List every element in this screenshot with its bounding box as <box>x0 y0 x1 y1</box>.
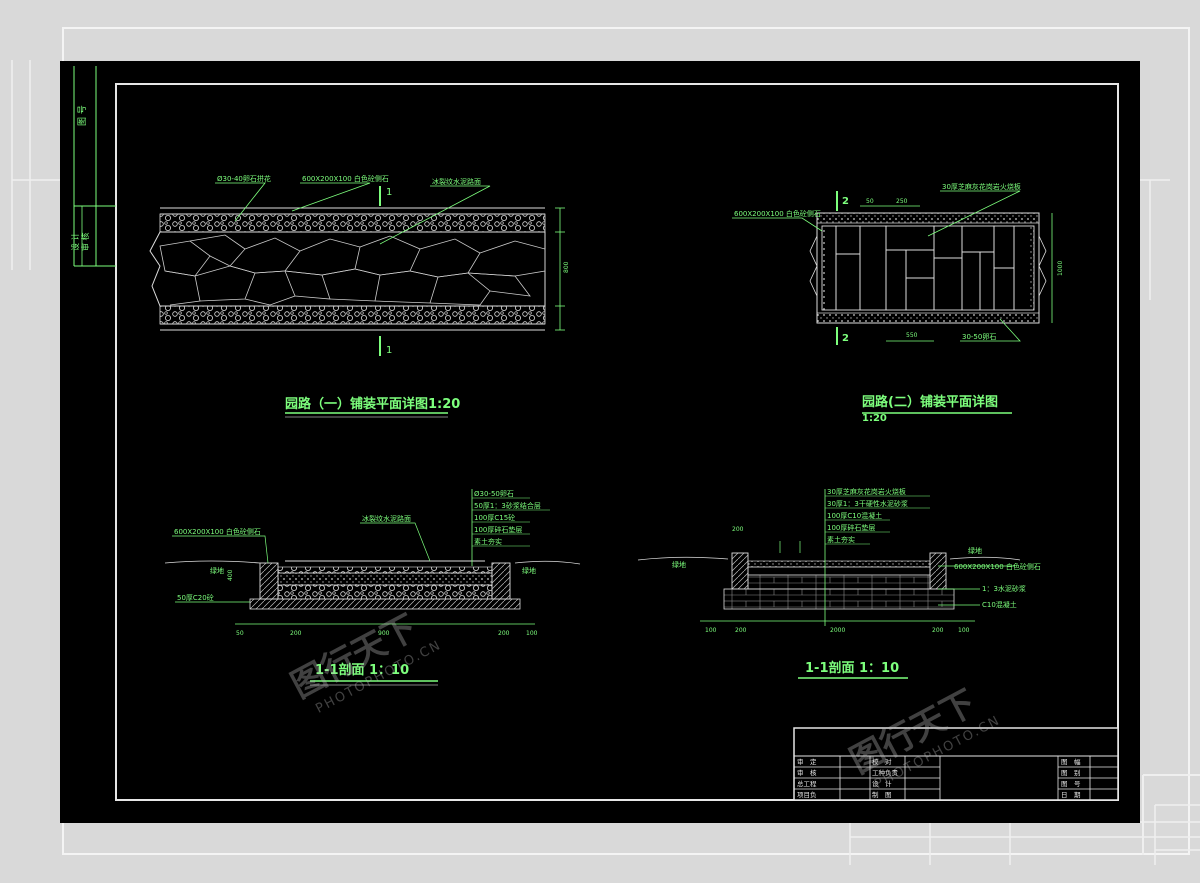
inner-frame <box>115 83 1119 801</box>
plan2-title-scale: 1:20 <box>862 413 887 424</box>
s1-dim-2: 200 <box>290 630 302 637</box>
s2-top-dim: 200 <box>732 526 744 533</box>
tb-r3c1: 总工程 <box>797 779 817 788</box>
plan1-section-mark-bottom: 1 <box>386 345 392 356</box>
section2-title: 1-1剖面 1：10 <box>805 660 899 676</box>
s2-dim-5: 100 <box>958 627 970 634</box>
section1-title: 1-1剖面 1：10 <box>315 662 409 678</box>
tb-r3c3: 图 号 <box>1061 780 1081 788</box>
s1-label-base: 50厚C20砼 <box>177 593 214 602</box>
plan1-section-mark-top: 1 <box>386 187 392 198</box>
s2-dim-1: 100 <box>705 627 717 634</box>
plan2-dim-250: 250 <box>896 198 908 205</box>
s1-layer-3: 100厚C15砼 <box>474 513 515 522</box>
title-block: 审 定 校 对 图 幅 审 核 工种负责 图 别 总工程 设 计 图 号 项目负… <box>793 727 1119 801</box>
s2-layer-labels: 30厚芝麻灰花岗岩火烧板 30厚1：3干硬性水泥砂浆 100厚C10混凝土 10… <box>825 487 930 545</box>
s2-label-mortar: 1：3水泥砂浆 <box>982 584 1026 593</box>
plan1-label-kerb: 600X200X100 白色砼侧石 <box>302 174 389 183</box>
s1-dim-3: 900 <box>378 630 390 637</box>
tb-r3c2: 设 计 <box>872 779 892 788</box>
s2-layer-3: 100厚C10混凝土 <box>827 511 882 520</box>
drawing-sheet: 图 号 设 计 审 核 <box>60 61 1140 823</box>
plan1-title: 园路（一）铺装平面详图1:20 <box>285 396 460 412</box>
plan2-label-kerb: 600X200X100 白色砼侧石 <box>734 209 821 218</box>
s1-dim-4: 200 <box>498 630 510 637</box>
plan2-title: 园路(二）铺装平面详图 <box>862 394 998 410</box>
s1-dim-height: 400 <box>227 569 234 581</box>
s2-layer-2: 30厚1：3干硬性水泥砂浆 <box>827 499 908 508</box>
crazy-paving-pattern <box>159 234 546 306</box>
plan2-label-pebble: 30-50卵石 <box>962 332 996 341</box>
tb-r4c3: 日 期 <box>1061 791 1081 799</box>
tb-r2c2: 工种负责 <box>872 768 899 777</box>
s2-kerb-left <box>731 552 749 590</box>
s1-layer-5: 素土夯实 <box>474 537 502 546</box>
s1-label-grass-right: 绿地 <box>522 566 536 575</box>
s1-layer-labels: Ø30-50卵石 50厚1：3砂浆结合层 100厚C15砼 100厚碎石垫层 素… <box>472 489 550 547</box>
left-column-label-2: 设 计 <box>70 232 80 251</box>
plan-2-detail: 50 250 550 1000 2 2 600X200X100 白色砼侧石 30… <box>732 182 1064 424</box>
plan-1-detail: 800 1 1 Ø30-40卵石拼花 600X200X100 白色砼侧石 冰裂纹… <box>149 174 570 418</box>
plan1-label-crazy: 冰裂纹水泥路面 <box>432 177 481 186</box>
s2-base <box>723 588 955 610</box>
s2-dim-2: 200 <box>735 627 747 634</box>
plan2-dim-1000: 1000 <box>1057 261 1064 276</box>
plan2-dim-550: 550 <box>906 332 918 339</box>
s1-layer-1: Ø30-50卵石 <box>474 489 514 498</box>
left-title-column: 图 号 设 计 审 核 <box>70 66 116 267</box>
left-column-label-1: 图 号 <box>77 105 88 126</box>
s1-dim-5: 100 <box>526 630 538 637</box>
tb-r4c1: 项目负 <box>797 790 817 799</box>
s2-layer-5: 素土夯实 <box>827 535 855 544</box>
plan1-gravel-strip-bottom <box>159 305 546 325</box>
section-1-detail: Ø30-50卵石 50厚1：3砂浆结合层 100厚C15砼 100厚碎石垫层 素… <box>164 489 581 686</box>
s1-layer-4: 100厚碎石垫层 <box>474 525 522 534</box>
tb-r4c2: 制 图 <box>872 790 892 799</box>
s1-base <box>249 598 521 610</box>
s2-kerb-right <box>929 552 947 590</box>
s1-label-crazy: 冰裂纹水泥路面 <box>362 514 411 523</box>
plan1-dim-800: 800 <box>563 261 570 273</box>
cad-drawing: 图 号 设 计 审 核 <box>70 66 1119 801</box>
watermark-1: 图行天下 PHOTOPHOTO.CN <box>285 607 445 716</box>
left-column-label-3: 审 核 <box>80 232 90 251</box>
s1-kerb-right <box>491 562 511 600</box>
s1-label-kerb: 600X200X100 白色砼侧石 <box>174 527 261 536</box>
plan2-dim-50: 50 <box>866 198 874 205</box>
tile-pattern <box>821 225 1035 311</box>
section-2-detail: 30厚芝麻灰花岗岩火烧板 30厚1：3干硬性水泥砂浆 100厚C10混凝土 10… <box>637 487 1041 679</box>
s1-kerb-left <box>259 562 279 600</box>
tb-r1c3: 图 幅 <box>1061 757 1081 766</box>
plan2-label-tile: 30厚芝麻灰花岗岩火烧板 <box>942 182 1021 191</box>
s2-label-kerb: 600X200X100 白色砼侧石 <box>954 562 1041 571</box>
plan2-section-mark-bottom: 2 <box>842 333 849 344</box>
s1-layer-2: 50厚1：3砂浆结合层 <box>474 501 541 510</box>
plan1-gravel-strip-top <box>159 213 546 233</box>
s1-dim-1: 50 <box>236 630 244 637</box>
s2-label-grass-right: 绿地 <box>968 546 982 555</box>
tb-r2c1: 审 核 <box>797 768 817 777</box>
plan1-label-gravel: Ø30-40卵石拼花 <box>217 174 271 183</box>
s2-layer-4: 100厚碎石垫层 <box>827 523 875 532</box>
s2-label-concrete: C10混凝土 <box>982 600 1017 609</box>
s2-dim-3: 2000 <box>830 627 845 634</box>
s2-layer-1: 30厚芝麻灰花岗岩火烧板 <box>827 487 906 496</box>
tb-r2c3: 图 别 <box>1061 768 1081 777</box>
s2-label-grass-left: 绿地 <box>672 560 686 569</box>
s2-dim-4: 200 <box>932 627 944 634</box>
tb-r1c1: 审 定 <box>797 757 817 766</box>
plan2-section-mark-top: 2 <box>842 196 849 207</box>
s1-label-grass-left: 绿地 <box>210 566 224 575</box>
tb-r1c2: 校 对 <box>872 757 892 766</box>
